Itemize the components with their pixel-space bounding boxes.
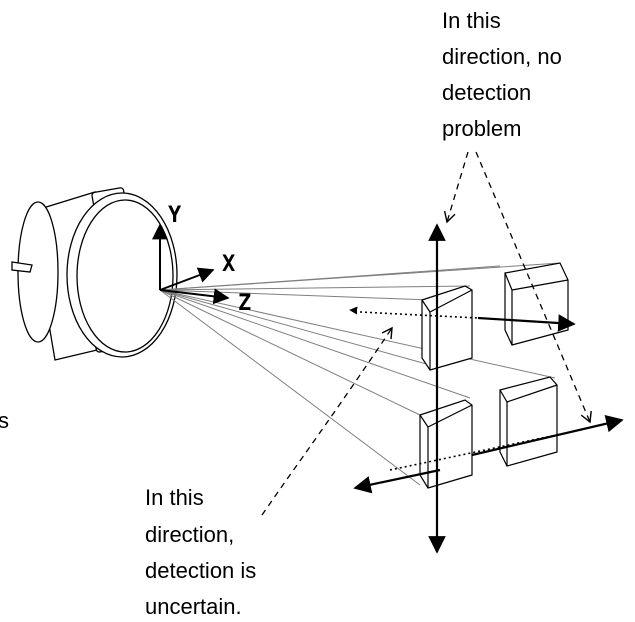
upper-horizontal-arrow bbox=[477, 314, 576, 332]
lower-horizontal-arrow-right bbox=[471, 415, 624, 457]
bottom-callout-leader bbox=[261, 326, 393, 516]
bottom-callout-line-3: detection is bbox=[145, 558, 256, 583]
bottom-callout-line-2: direction, bbox=[145, 522, 234, 547]
z-axis bbox=[159, 288, 230, 305]
lower-horizontal-arrow-left bbox=[353, 468, 441, 494]
top-callout-line-2: direction, no bbox=[442, 44, 562, 69]
top-callout-line-4: problem bbox=[442, 116, 521, 141]
bottom-callout-line-4: uncertain. bbox=[145, 594, 242, 617]
target-block-upper-back bbox=[504, 262, 569, 346]
x-axis bbox=[159, 267, 215, 291]
beam-lines bbox=[159, 262, 561, 486]
target-block-lower-front bbox=[419, 399, 473, 489]
z-axis-label: Z bbox=[238, 291, 251, 316]
bottom-callout: In this direction, detection is uncertai… bbox=[145, 485, 256, 619]
coordinate-axes bbox=[152, 223, 230, 305]
target-block-lower-back bbox=[499, 376, 558, 467]
y-axis-label: Y bbox=[168, 203, 182, 228]
top-callout-leaders bbox=[443, 151, 592, 424]
top-callout: In this direction, no detection problem bbox=[442, 8, 562, 141]
edge-text-fragment: s bbox=[0, 408, 9, 433]
top-callout-line-3: detection bbox=[442, 80, 531, 105]
sensor-icon bbox=[11, 187, 178, 361]
top-callout-line-1: In this bbox=[442, 8, 501, 33]
x-axis-label: X bbox=[222, 252, 235, 277]
target-block-upper-front bbox=[421, 285, 473, 371]
bottom-callout-line-1: In this bbox=[145, 485, 204, 510]
